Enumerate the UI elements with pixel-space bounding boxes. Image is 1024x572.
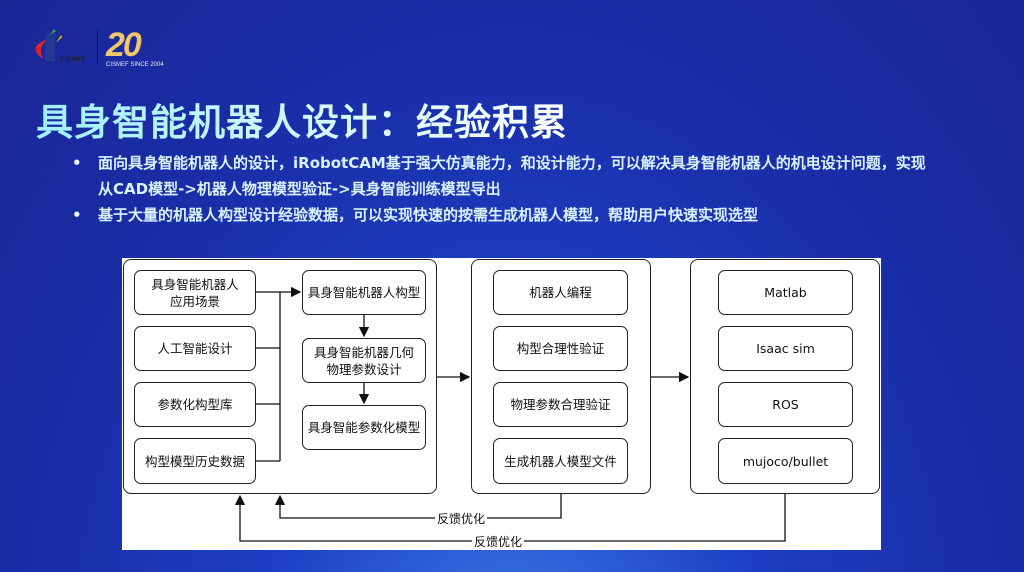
page-title: 具身智能机器人设计：经验积累 bbox=[36, 92, 568, 146]
validation-box: 机器人编程 bbox=[493, 270, 628, 315]
platform-box: Isaac sim bbox=[718, 326, 853, 371]
design-step-box: 具身智能机器几何物理参数设计 bbox=[302, 338, 426, 383]
bullet-item: 基于大量的机器人构型设计经验数据，可以实现快速的按需生成机器人模型，帮助用户快速… bbox=[68, 202, 928, 228]
input-box: 具身智能机器人应用场景 bbox=[134, 270, 256, 315]
input-box: 人工智能设计 bbox=[134, 326, 256, 371]
validation-group bbox=[471, 259, 651, 494]
design-step-box: 具身智能机器人构型 bbox=[302, 270, 426, 315]
workflow-diagram: 具身智能机器人应用场景 人工智能设计 参数化构型库 构型模型历史数据 具身智能机… bbox=[122, 258, 881, 550]
feedback-label: 反馈优化 bbox=[472, 533, 525, 550]
feedback-label: 反馈优化 bbox=[435, 510, 488, 527]
platform-box: Matlab bbox=[718, 270, 853, 315]
input-box: 构型模型历史数据 bbox=[134, 438, 256, 484]
validation-box: 生成机器人模型文件 bbox=[493, 438, 628, 484]
cismef-logo bbox=[35, 29, 62, 61]
input-box: 参数化构型库 bbox=[134, 382, 256, 427]
bullet-list: 面向具身智能机器人的设计，iRobotCAM基于强大仿真能力，和设计能力，可以解… bbox=[68, 150, 928, 228]
platform-group bbox=[690, 259, 880, 494]
logo-divider bbox=[97, 28, 98, 64]
design-step-box: 具身智能参数化模型 bbox=[302, 405, 426, 450]
design-group bbox=[123, 259, 437, 494]
anniversary-logo: 20 bbox=[106, 26, 142, 64]
validation-box: 构型合理性验证 bbox=[493, 326, 628, 371]
logo-text: CISMEF bbox=[60, 56, 86, 63]
validation-box: 物理参数合理验证 bbox=[493, 382, 628, 427]
platform-box: ROS bbox=[718, 382, 853, 427]
platform-box: mujoco/bullet bbox=[718, 438, 853, 484]
anniversary-subtitle: CISMEF SINCE 2004 bbox=[106, 62, 164, 68]
bullet-item: 面向具身智能机器人的设计，iRobotCAM基于强大仿真能力，和设计能力，可以解… bbox=[68, 150, 928, 202]
